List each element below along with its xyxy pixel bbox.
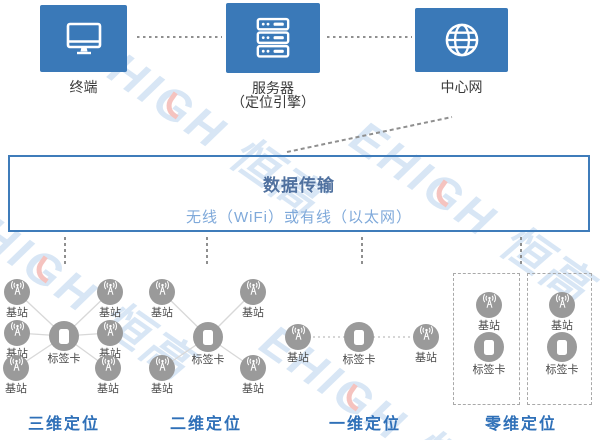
zero-dim-dashed-box bbox=[453, 273, 520, 405]
antenna-icon bbox=[8, 280, 27, 304]
base-station-node bbox=[149, 355, 175, 381]
terminal-label: 终端 bbox=[69, 79, 98, 95]
tag-card-label: 标签卡 bbox=[191, 354, 225, 366]
base-station-node bbox=[549, 292, 575, 318]
tag-card-label: 标签卡 bbox=[472, 364, 506, 376]
antenna-icon bbox=[101, 321, 120, 345]
base-station-label: 基站 bbox=[6, 307, 28, 319]
base-station-label: 基站 bbox=[242, 383, 264, 395]
group-label-0: 三维定位 bbox=[27, 416, 100, 433]
data-transmission-subtitle: 无线（WiFi）或有线（以太网） bbox=[186, 209, 412, 226]
antenna-icon bbox=[244, 356, 263, 380]
base-station-node bbox=[97, 279, 123, 305]
data-transmission-box: 数据传输 无线（WiFi）或有线（以太网） bbox=[8, 155, 590, 232]
tag-card-node bbox=[474, 332, 504, 362]
antenna-icon bbox=[99, 356, 118, 380]
base-station-node bbox=[149, 279, 175, 305]
data-transmission-title: 数据传输 bbox=[263, 176, 335, 195]
tag-card-label: 标签卡 bbox=[545, 364, 579, 376]
tag-card-icon bbox=[484, 339, 494, 355]
tag-card-node bbox=[49, 321, 79, 351]
tag-card-node bbox=[193, 322, 223, 352]
base-station-node bbox=[3, 355, 29, 381]
central-network-label: 中心网 bbox=[440, 79, 483, 95]
base-station-node bbox=[413, 324, 439, 350]
group-label-2: 一维定位 bbox=[328, 416, 401, 433]
antenna-icon bbox=[244, 280, 263, 304]
base-station-label: 基站 bbox=[97, 383, 119, 395]
tag-card-label: 标签卡 bbox=[342, 354, 376, 366]
zero-dim-dashed-box bbox=[527, 273, 592, 405]
antenna-icon bbox=[101, 280, 120, 304]
base-station-label: 基站 bbox=[415, 352, 437, 364]
diagonal-dashed-connector bbox=[286, 116, 453, 153]
terminal-node bbox=[40, 5, 127, 72]
antenna-icon bbox=[153, 280, 172, 304]
base-station-node bbox=[95, 355, 121, 381]
base-station-node bbox=[4, 279, 30, 305]
base-station-label: 基站 bbox=[478, 320, 500, 332]
base-station-node bbox=[4, 320, 30, 346]
antenna-icon bbox=[8, 321, 27, 345]
tag-card-node bbox=[344, 322, 374, 352]
base-station-node bbox=[285, 324, 311, 350]
base-station-node bbox=[476, 292, 502, 318]
server-node bbox=[226, 3, 320, 73]
antenna-icon bbox=[289, 325, 308, 349]
monitor-icon bbox=[58, 15, 110, 63]
tag-card-icon bbox=[557, 339, 567, 355]
base-station-label: 基站 bbox=[287, 352, 309, 364]
server-icon bbox=[247, 12, 299, 64]
base-station-label: 基站 bbox=[151, 383, 173, 395]
tag-card-icon bbox=[354, 329, 364, 345]
base-station-node bbox=[240, 355, 266, 381]
antenna-icon bbox=[153, 356, 172, 380]
tag-card-node bbox=[547, 332, 577, 362]
central-network-node bbox=[415, 8, 508, 72]
base-station-label: 基站 bbox=[99, 307, 121, 319]
antenna-icon bbox=[480, 293, 499, 317]
base-station-node bbox=[240, 279, 266, 305]
tag-card-icon bbox=[59, 328, 69, 344]
base-station-node bbox=[97, 320, 123, 346]
antenna-icon bbox=[7, 356, 26, 380]
group-label-1: 二维定位 bbox=[169, 416, 242, 433]
globe-icon bbox=[437, 15, 487, 65]
antenna-icon bbox=[553, 293, 572, 317]
antenna-icon bbox=[417, 325, 436, 349]
group-label-3: 零维定位 bbox=[484, 416, 557, 433]
base-station-label: 基站 bbox=[5, 383, 27, 395]
tag-card-label: 标签卡 bbox=[47, 353, 81, 365]
base-station-label: 基站 bbox=[242, 307, 264, 319]
base-station-label: 基站 bbox=[551, 320, 573, 332]
base-station-label: 基站 bbox=[151, 307, 173, 319]
server-label: 服务器（定位引擎） bbox=[231, 80, 315, 110]
tag-card-icon bbox=[203, 329, 213, 345]
